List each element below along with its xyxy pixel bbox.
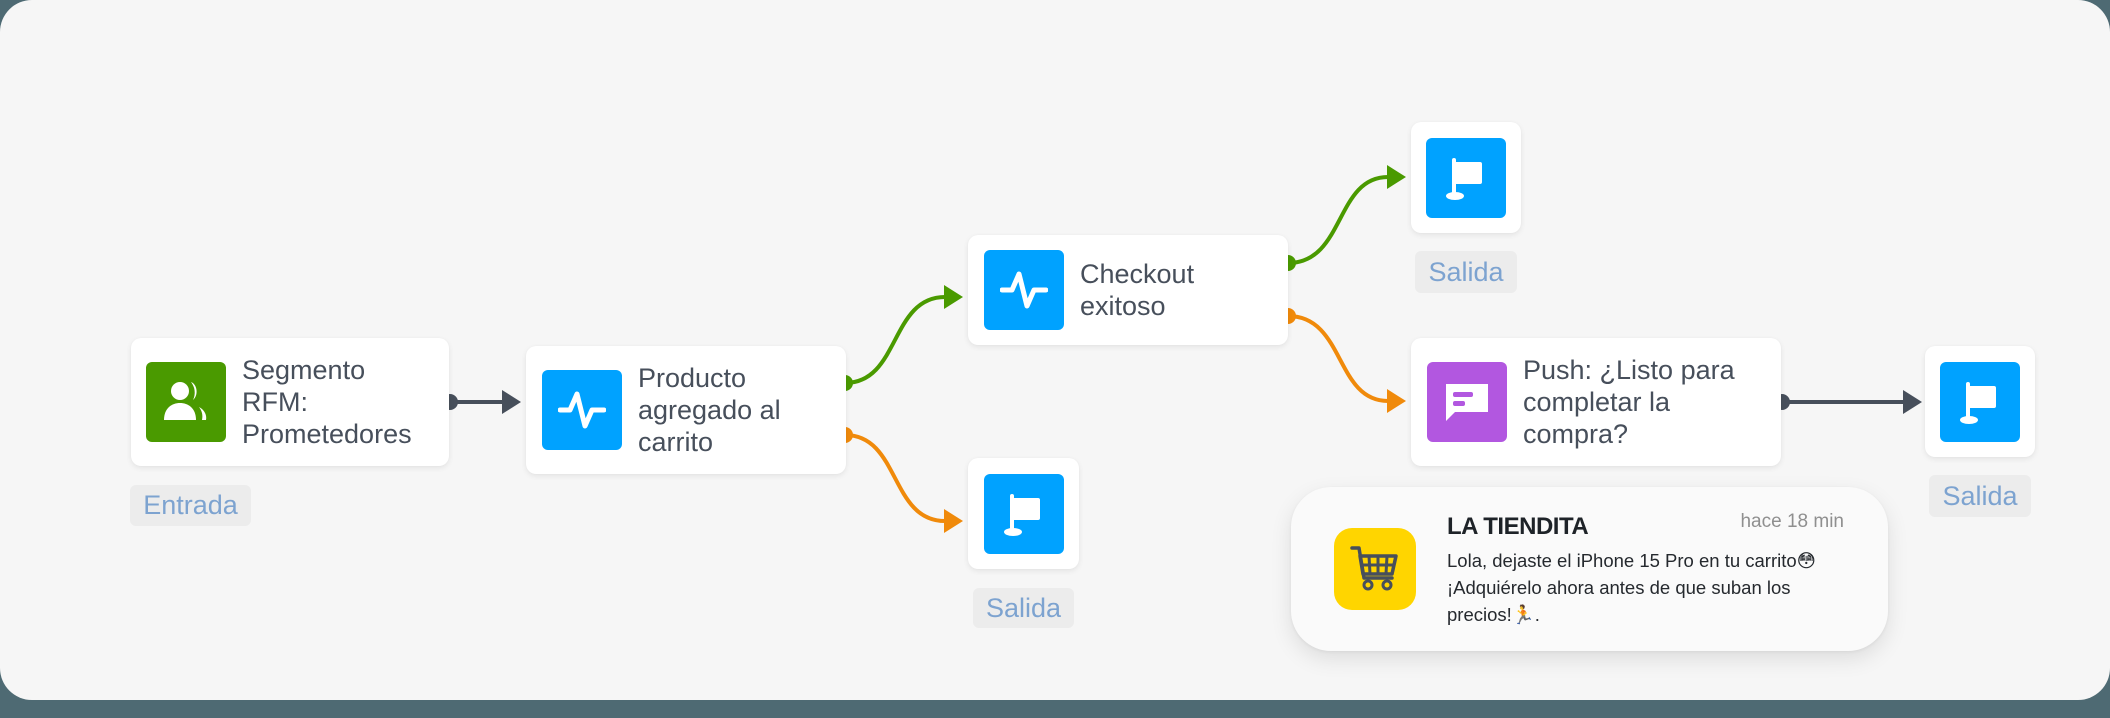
notification-app-name: LA TIENDITA (1447, 513, 1589, 540)
exit-tag: Salida (1929, 475, 2031, 517)
node-label: Producto agregado al carrito (638, 363, 781, 457)
notification-time: hace 18 min (1740, 511, 1844, 532)
exit-tag: Salida (1415, 251, 1517, 293)
message-icon (1427, 362, 1507, 442)
flag-icon (1940, 361, 2020, 442)
node-segment-rfm[interactable]: Segmento RFM: Prometedores (131, 338, 449, 466)
shopping-cart-icon (1334, 528, 1416, 610)
node-push-notification[interactable]: Push: ¿Listo para completar la compra? (1411, 338, 1781, 466)
push-notification-preview: LA TIENDITA hace 18 min Lola, dejaste el… (1291, 487, 1888, 651)
activity-pulse-icon (984, 250, 1064, 330)
node-label: Segmento RFM: Prometedores (242, 355, 412, 449)
flag-icon (1426, 137, 1506, 218)
exit-tag: Salida (973, 588, 1074, 628)
node-exit-bottom[interactable] (968, 458, 1079, 569)
node-exit-right[interactable] (1925, 346, 2035, 457)
entry-tag: Entrada (130, 485, 251, 526)
node-label: Checkout exitoso (1080, 259, 1195, 321)
node-label: Push: ¿Listo para completar la compra? (1523, 355, 1735, 449)
node-exit-top[interactable] (1411, 122, 1521, 233)
notification-message: Lola, dejaste el iPhone 15 Pro en tu car… (1447, 550, 1816, 625)
node-product-added-to-cart[interactable]: Producto agregado al carrito (526, 346, 846, 474)
flag-icon (983, 473, 1064, 554)
node-checkout-success[interactable]: Checkout exitoso (968, 235, 1288, 345)
activity-pulse-icon (542, 370, 622, 450)
users-icon (146, 362, 226, 442)
